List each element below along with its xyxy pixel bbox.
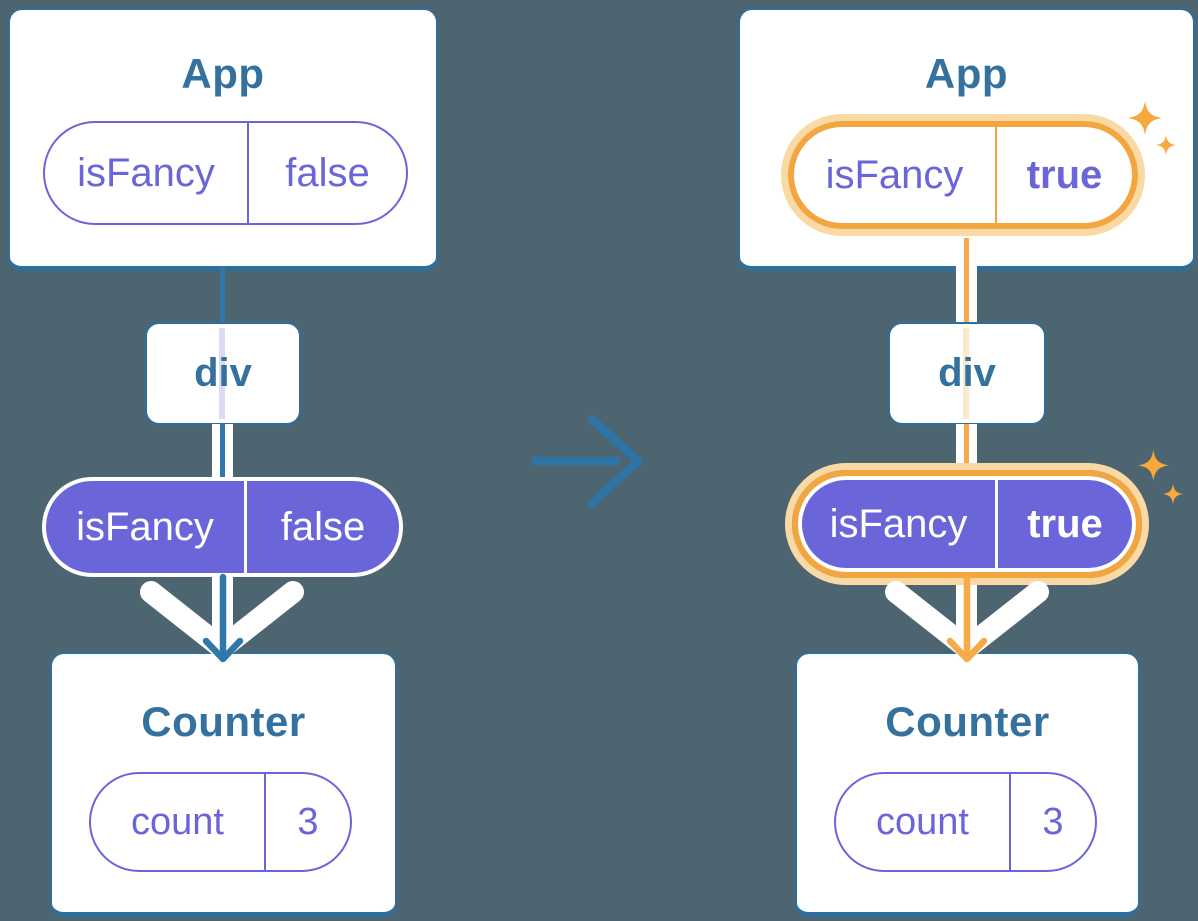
state-pill: count 3 <box>89 772 352 872</box>
prop-pill: isFancy false <box>43 121 408 225</box>
state-name: count <box>91 774 266 870</box>
prop-passthrough-line-highlighted <box>963 328 969 419</box>
counter-component-card: Counter count 3 <box>50 652 397 917</box>
state-pill: count 3 <box>834 772 1097 872</box>
app-component-title: App <box>181 50 265 97</box>
div-node-box: div <box>145 322 301 425</box>
arrow-down-icon <box>202 573 244 663</box>
prop-flow-double-line <box>212 424 233 478</box>
passed-prop-pill-highlighted: isFancy true <box>785 463 1149 585</box>
arrow-down-icon-highlighted <box>946 573 988 663</box>
prop-value: true <box>1026 152 1103 197</box>
app-component-title: App <box>924 50 1009 97</box>
counter-component-title: Counter <box>141 698 306 745</box>
prop-flow-line <box>220 266 225 324</box>
prop-value: false <box>285 150 370 195</box>
div-node-label: div <box>194 351 252 395</box>
state-value: 3 <box>297 800 319 843</box>
state-value: 3 <box>1042 800 1064 843</box>
prop-name: isFancy <box>46 481 247 573</box>
div-node-label: div <box>938 351 996 395</box>
prop-value: false <box>280 504 366 549</box>
div-node-box: div <box>888 322 1046 425</box>
prop-pill-highlighted: isFancy true <box>781 114 1145 236</box>
prop-passthrough-line <box>219 328 225 419</box>
prop-name: isFancy <box>45 123 249 223</box>
prop-flow-double-line-highlighted <box>956 424 977 472</box>
prop-value: true <box>1027 501 1103 546</box>
sparkle-icon <box>1128 101 1176 155</box>
state-name: count <box>836 774 1011 870</box>
prop-name: isFancy <box>794 127 997 223</box>
sparkle-icon <box>1138 450 1183 504</box>
passed-prop-pill: isFancy false <box>42 477 403 577</box>
counter-component-card: Counter count 3 <box>795 652 1140 917</box>
counter-component-title: Counter <box>885 698 1050 745</box>
prop-flow-double-line-highlighted <box>956 238 977 324</box>
transition-arrow-icon <box>531 414 643 508</box>
prop-name: isFancy <box>802 480 998 568</box>
